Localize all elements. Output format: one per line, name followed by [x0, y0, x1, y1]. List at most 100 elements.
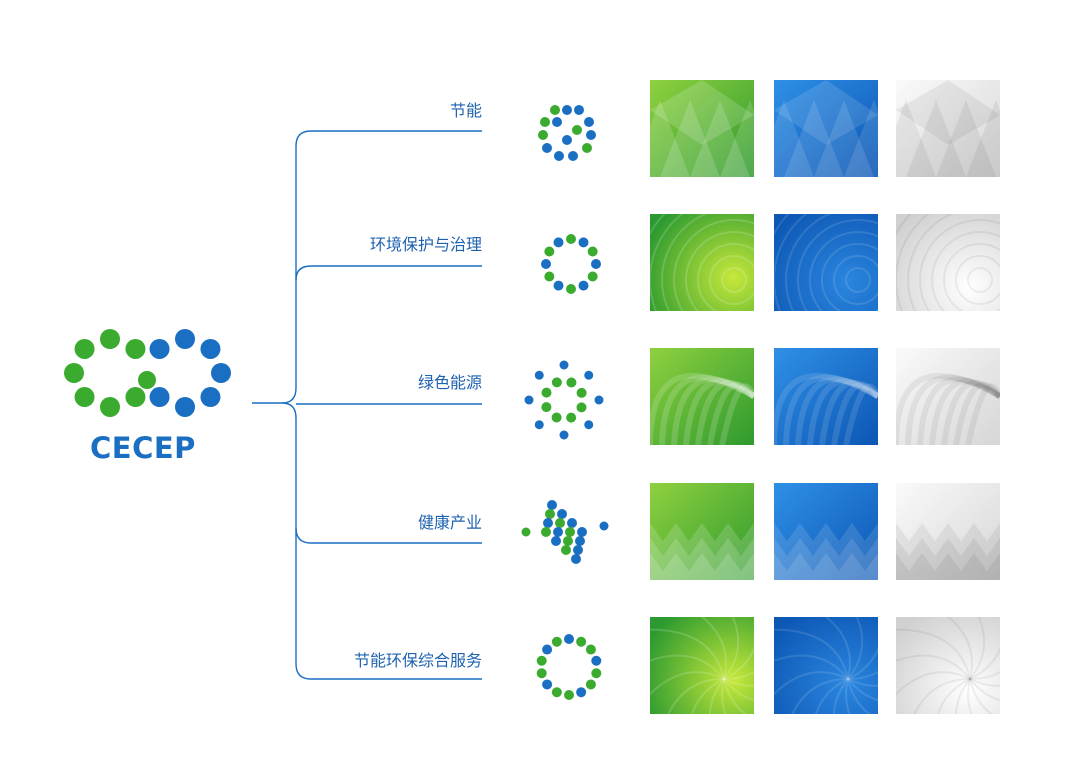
- icon-dot: [563, 536, 573, 546]
- icon-dot: [576, 402, 587, 413]
- logo-dot: [125, 338, 146, 359]
- icon-dot: [599, 521, 609, 531]
- icon-dot: [551, 687, 562, 698]
- logo-dot: [149, 387, 170, 408]
- icon-dot: [564, 634, 574, 644]
- icon-dot: [586, 130, 596, 140]
- pattern-swatch-ripples-white: [896, 214, 1000, 311]
- branch-label-environmental-protection: 环境保护与治理: [370, 235, 482, 254]
- logo-dot: [175, 397, 195, 417]
- icon-dot: [541, 527, 551, 537]
- icon-dot: [541, 402, 552, 413]
- icon-dot: [544, 271, 555, 282]
- icon-dot: [591, 668, 602, 679]
- icon-dot: [521, 527, 531, 537]
- icon-dot: [566, 284, 576, 294]
- icon-dot: [594, 395, 604, 405]
- icon-dot: [576, 387, 587, 398]
- pattern-swatch-ripples-blue: [774, 214, 878, 311]
- pattern-swatch-grid: [650, 80, 1000, 714]
- logo-dot: [211, 363, 231, 383]
- icon-dot: [564, 690, 574, 700]
- logo-dot: [138, 371, 156, 389]
- icon-dot: [584, 117, 594, 127]
- icon-dot: [576, 636, 587, 647]
- icon-dot: [562, 135, 572, 145]
- pattern-swatch-leaves-green: [650, 348, 754, 445]
- icon-dot: [553, 527, 563, 537]
- ring-dots-icon: [541, 234, 601, 294]
- hexagon-dots-icon: [538, 105, 596, 161]
- icon-dot: [553, 280, 564, 291]
- icon-dot: [562, 105, 572, 115]
- pattern-swatch-triangles-white: [896, 80, 1000, 177]
- icon-dot: [576, 687, 587, 698]
- icon-dot: [534, 420, 544, 430]
- icon-dot: [538, 130, 548, 140]
- icon-dot: [565, 527, 575, 537]
- icon-dot: [536, 655, 547, 666]
- logo-dot: [74, 338, 95, 359]
- icon-dot: [540, 117, 550, 127]
- icon-dot: [551, 636, 562, 647]
- logo-dot: [74, 387, 95, 408]
- branch-label-health-industry: 健康产业: [418, 513, 482, 532]
- icon-dot: [541, 259, 551, 269]
- logo-dot: [200, 387, 221, 408]
- logo-dot: [149, 338, 170, 359]
- logo-dot: [64, 363, 84, 383]
- icon-dot: [567, 518, 577, 528]
- icon-dot: [578, 237, 589, 248]
- icon-dot: [543, 518, 553, 528]
- pattern-swatch-spiral-blue: [774, 617, 878, 714]
- radial-dots-icon: [524, 360, 604, 440]
- icon-dot: [587, 246, 598, 257]
- pattern-swatch-leaves-blue: [774, 348, 878, 445]
- icon-dot: [551, 412, 562, 423]
- pattern-swatch-triangles-green: [650, 80, 754, 177]
- icon-dot: [536, 668, 547, 679]
- icon-dot: [572, 125, 582, 135]
- icon-dot: [545, 509, 555, 519]
- icon-dot: [573, 545, 583, 555]
- cecep-logo: [64, 329, 231, 417]
- bracket-connector: [252, 130, 482, 680]
- icon-dot: [551, 377, 562, 388]
- branch-label-integrated-services: 节能环保综合服务: [354, 651, 482, 670]
- swirl-dots-icon: [536, 634, 602, 700]
- icon-dot: [542, 644, 553, 655]
- icon-dot: [559, 360, 569, 370]
- icon-dot: [591, 259, 601, 269]
- diamond-dots-icon: [521, 500, 609, 564]
- branch-label-green-energy: 绿色能源: [418, 373, 482, 392]
- pattern-swatch-leaves-white: [896, 348, 1000, 445]
- pattern-swatch-spiral-white: [896, 617, 1000, 714]
- brand-name: CECEP: [90, 431, 196, 465]
- icon-dot: [557, 509, 567, 519]
- icon-dot: [574, 105, 584, 115]
- icon-dot: [584, 420, 594, 430]
- icon-dot: [534, 370, 544, 380]
- icon-dot: [555, 518, 565, 528]
- icon-dot: [542, 679, 553, 690]
- pattern-swatch-mountains-white: [896, 483, 1000, 580]
- icon-dot: [585, 644, 596, 655]
- icon-dot: [544, 246, 555, 257]
- logo-dot: [125, 387, 146, 408]
- icon-dot: [591, 655, 602, 666]
- pattern-swatch-mountains-blue: [774, 483, 878, 580]
- icon-dot: [559, 430, 569, 440]
- icon-dot: [587, 271, 598, 282]
- pattern-swatch-spiral-green: [650, 617, 754, 714]
- icon-dot: [524, 395, 534, 405]
- icon-dot: [552, 117, 562, 127]
- icon-dot: [541, 387, 552, 398]
- icon-dot: [568, 151, 578, 161]
- pattern-swatch-triangles-blue: [774, 80, 878, 177]
- icon-dot: [582, 143, 592, 153]
- pattern-swatch-mountains-green: [650, 483, 754, 580]
- icon-dot: [551, 536, 561, 546]
- icon-dot: [553, 237, 564, 248]
- icon-dot: [542, 143, 552, 153]
